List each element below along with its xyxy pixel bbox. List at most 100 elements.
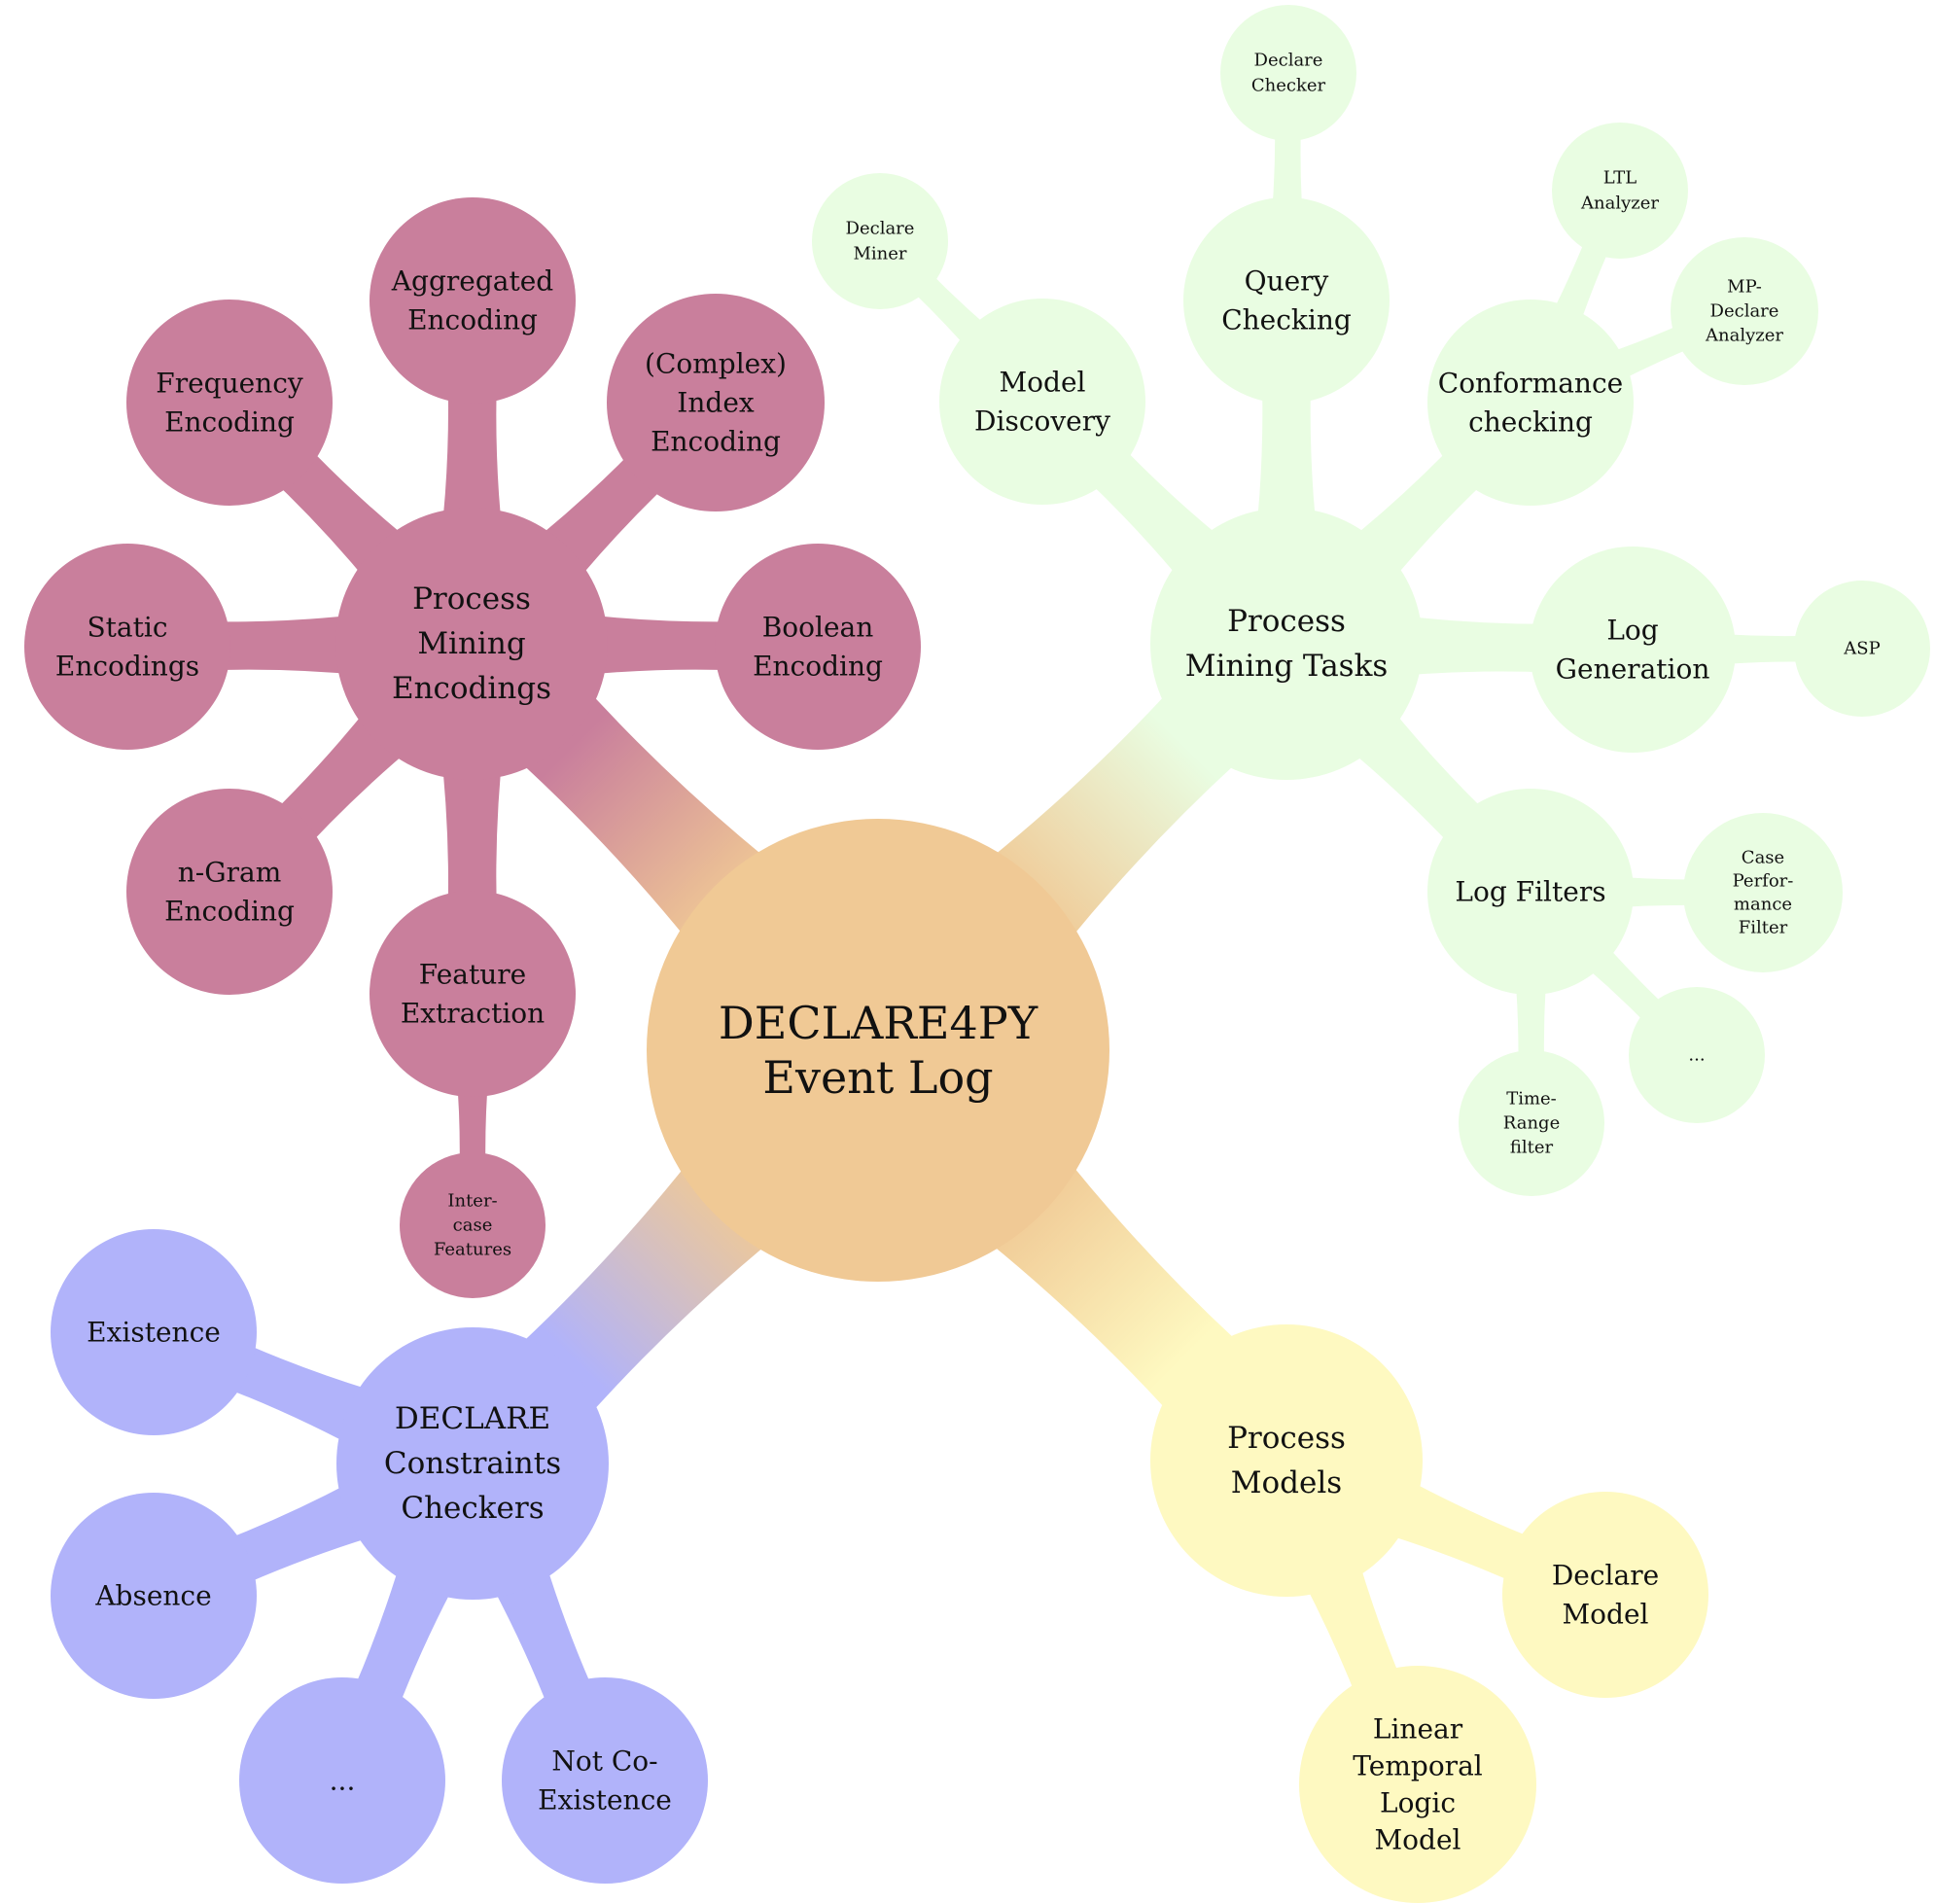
node-label-line: Temporal: [1353, 1750, 1482, 1782]
node-existence: Existence: [51, 1229, 257, 1435]
node-filters-more: ...: [1629, 987, 1765, 1123]
node-label-line: Filter: [1739, 918, 1788, 938]
node-asp: ASP: [1794, 581, 1930, 717]
node-label-line: Miner: [853, 244, 906, 264]
node-circle: [812, 173, 948, 309]
node-label-line: Logic: [1380, 1787, 1456, 1819]
node-label-line: case: [453, 1216, 493, 1236]
node-label-line: Constraints: [384, 1446, 561, 1481]
node-label-line: MP-: [1727, 277, 1762, 298]
node-circle: [1427, 789, 1634, 995]
node-label-line: Time-: [1506, 1089, 1557, 1110]
node-circle: [1459, 1050, 1604, 1196]
node-not-co-existence: Not Co-Existence: [502, 1677, 708, 1884]
node-label-line: Checkers: [401, 1491, 544, 1526]
node-circle: [336, 1327, 609, 1600]
node-label-line: Process: [1227, 1421, 1346, 1456]
node-label-line: Generation: [1556, 653, 1710, 686]
node-label-line: Mining: [417, 626, 525, 661]
node-label-line: Checking: [1221, 304, 1352, 336]
node-circle: [1683, 813, 1843, 972]
node-label-line: Linear: [1373, 1713, 1463, 1745]
node-label-line: Inter-: [447, 1191, 497, 1212]
node-label-line: Encoding: [651, 426, 781, 458]
node-label-line: Aggregated: [391, 265, 553, 298]
node-label-line: Process: [412, 582, 531, 617]
node-circle: [1183, 197, 1390, 404]
node-label-line: Encodings: [392, 671, 551, 706]
node-absence: Absence: [51, 1493, 257, 1699]
node-circle: [51, 1493, 257, 1699]
node-circle: [51, 1229, 257, 1435]
node-circle: [1671, 237, 1818, 385]
node-label-line: ...: [330, 1765, 356, 1797]
node-label-line: ...: [1688, 1045, 1705, 1066]
node-circle: [1427, 300, 1634, 506]
node-circle: [1552, 123, 1688, 259]
node-label-line: Frequency: [156, 368, 303, 400]
node-label-line: Feature: [419, 959, 526, 991]
node-circle: [126, 789, 333, 995]
node-constraints-more: ...: [239, 1677, 445, 1884]
node-label-line: Static: [87, 612, 167, 644]
node-label-line: Perfor-: [1733, 871, 1794, 892]
node-label-line: Boolean: [762, 612, 874, 644]
node-circle: [1530, 547, 1736, 753]
node-label-line: mance: [1734, 895, 1792, 915]
node-label-line: Absence: [94, 1580, 211, 1612]
node-label-line: Analyzer: [1705, 326, 1783, 346]
node-label-line: Existence: [87, 1317, 221, 1349]
node-label-line: Encodings: [55, 651, 199, 683]
node-label-line: Checker: [1251, 76, 1326, 96]
node-label-line: Query: [1245, 265, 1329, 298]
node-label-line: Extraction: [401, 998, 545, 1030]
node-circle: [370, 891, 576, 1097]
node-label-line: Features: [434, 1240, 511, 1260]
node-label-line: Declare: [1710, 301, 1779, 322]
node-label-line: Model: [1375, 1824, 1461, 1856]
node-label-line: Conformance: [1438, 368, 1623, 400]
node-label-line: Declare: [1254, 51, 1323, 71]
node-label-line: ASP: [1843, 639, 1880, 659]
node-circle: [1220, 5, 1356, 141]
node-circle: [370, 197, 576, 404]
node-circle: [1299, 1666, 1536, 1903]
node-circle: [939, 299, 1145, 505]
node-label-line: Not Co-: [551, 1745, 657, 1778]
node-label-line: Encoding: [164, 406, 295, 439]
node-label-line: Encoding: [753, 651, 883, 683]
node-label-line: Log: [1606, 615, 1658, 647]
node-label-line: Mining Tasks: [1185, 649, 1389, 684]
node-label-line: DECLARE: [395, 1401, 550, 1436]
node-label-line: Process: [1227, 604, 1346, 639]
node-label-line: Log Filters: [1455, 876, 1605, 908]
node-circle: [239, 1677, 445, 1884]
node-circle: [647, 819, 1109, 1282]
node-label-line: Discovery: [974, 405, 1110, 438]
